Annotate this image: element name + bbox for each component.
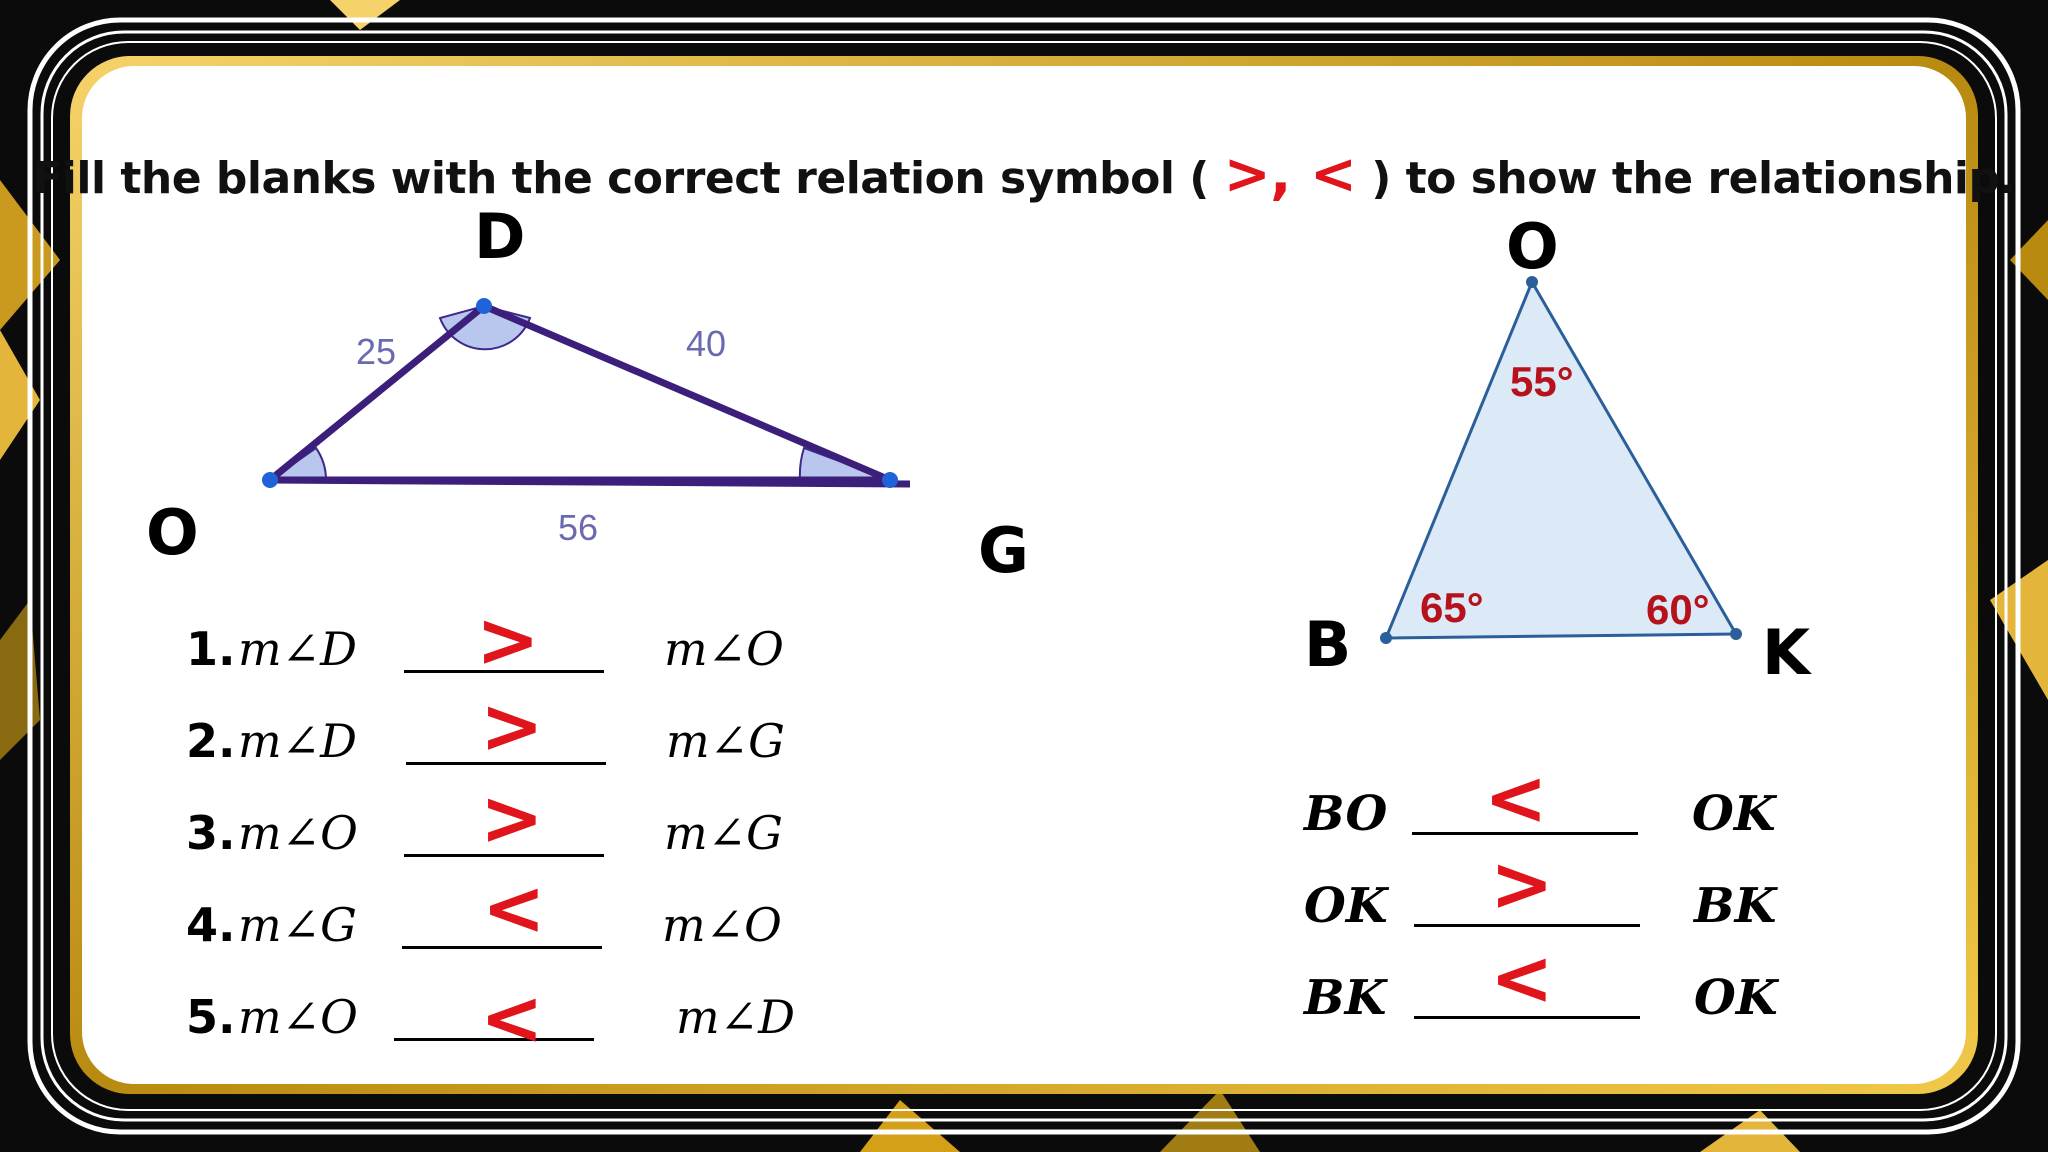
answer-blank[interactable] (1412, 832, 1638, 835)
answer-symbol: > (480, 773, 544, 862)
title-symbols: >, < (1223, 142, 1357, 207)
card (82, 66, 1966, 1084)
item-right-expr: m∠G (666, 714, 785, 768)
answer-blank[interactable] (402, 946, 602, 949)
side-item-1: BO < OK (1304, 760, 1776, 870)
vertex-o-point (262, 472, 278, 488)
answer-symbol: < (1490, 933, 1554, 1022)
item-left-expr: m∠O (238, 806, 358, 860)
answer-blank[interactable] (1414, 1016, 1640, 1019)
item-right-expr: m∠O (664, 622, 784, 676)
item-number: 2. (186, 714, 236, 768)
side-left-expr: BK (1304, 970, 1387, 1026)
vertex-o-label: O (146, 496, 199, 569)
item-number: 1. (186, 622, 236, 676)
angle-k-value: 60° (1646, 586, 1710, 633)
answer-symbol: > (476, 595, 540, 684)
answer-blank[interactable] (404, 670, 604, 673)
item-left-expr: m∠D (238, 714, 358, 768)
item-right-expr: m∠O (662, 898, 782, 952)
vertex-b-point (1380, 632, 1392, 644)
item-number: 4. (186, 898, 236, 952)
answer-symbol: < (482, 863, 546, 952)
vertex-d-point (476, 298, 492, 314)
answer-blank[interactable] (404, 854, 604, 857)
angle-item-1: 1. m∠D > m∠O (186, 602, 806, 706)
title-text-before: Fill the blanks with the correct relatio… (32, 153, 1209, 204)
answer-symbol: < (1484, 753, 1548, 842)
angle-b-value: 65° (1420, 584, 1484, 631)
item-right-expr: m∠D (676, 990, 796, 1044)
side-left-expr: OK (1304, 878, 1388, 934)
vertex-g-label: G (978, 514, 1029, 587)
item-number: 5. (186, 990, 236, 1044)
angle-item-5: 5. m∠O < m∠D (186, 980, 806, 1074)
side-item-2: OK > BK (1304, 846, 1777, 962)
angle-item-3: 3. m∠O > m∠G (186, 780, 806, 890)
title-text-after: ) to show the relationship. (1371, 153, 2016, 204)
side-og-label: 56 (558, 507, 598, 548)
vertex-b-label: B (1304, 608, 1352, 681)
item-left-expr: m∠G (238, 898, 357, 952)
item-left-expr: m∠O (238, 990, 358, 1044)
instruction-title: Fill the blanks with the correct relatio… (0, 142, 2048, 207)
side-right-expr: OK (1694, 970, 1778, 1026)
answer-blank[interactable] (406, 762, 606, 765)
side-left-expr: BO (1304, 786, 1388, 842)
angle-item-2: 2. m∠D > m∠G (186, 688, 806, 798)
vertex-g-point (882, 472, 898, 488)
vertex-o-point-right (1526, 276, 1538, 288)
vertex-k-label: K (1762, 616, 1811, 689)
angle-item-4: 4. m∠G < m∠O (186, 870, 806, 982)
side-od-label: 25 (356, 331, 396, 372)
vertex-k-point (1730, 628, 1742, 640)
side-right-expr: BK (1694, 878, 1777, 934)
side-right-expr: OK (1692, 786, 1776, 842)
answer-blank[interactable] (394, 1038, 594, 1041)
angle-o-value: 55° (1510, 358, 1574, 405)
answer-symbol: > (1490, 839, 1554, 928)
item-number: 3. (186, 806, 236, 860)
item-left-expr: m∠D (238, 622, 358, 676)
side-item-3: BK < OK (1304, 940, 1778, 1054)
side-dg-label: 40 (686, 323, 726, 364)
answer-symbol: < (480, 973, 544, 1062)
answer-symbol: > (480, 681, 544, 770)
vertex-o-label-right: O (1506, 210, 1559, 283)
item-right-expr: m∠G (664, 806, 783, 860)
answer-blank[interactable] (1414, 924, 1640, 927)
vertex-d-label: D (474, 200, 526, 273)
